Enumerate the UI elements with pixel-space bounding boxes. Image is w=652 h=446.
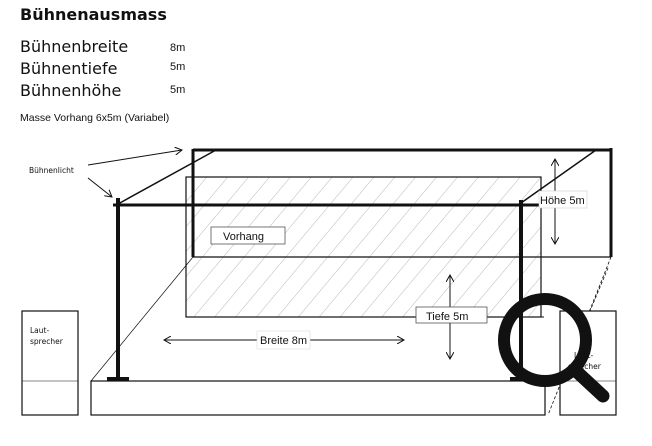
stage-platform — [90, 380, 546, 416]
light-arrow-front — [87, 177, 112, 197]
depth-label: Tiefe 5m — [426, 311, 468, 323]
dimension-label-width: Bühnenbreite — [20, 37, 129, 56]
magnifier-icon[interactable] — [498, 293, 610, 403]
page-title: Bühnenausmass — [20, 5, 167, 24]
light-arrow-back — [87, 150, 182, 166]
speaker-right-label-2: sprecher — [568, 362, 602, 371]
light-label: Bühnenlicht — [29, 166, 74, 175]
speaker-left-label-2: sprecher — [30, 337, 64, 346]
curtain — [185, 176, 542, 318]
dimension-value-width: 8m — [170, 42, 186, 54]
curtain-label: Vorhang — [223, 231, 264, 243]
speaker-left: Laut- sprecher — [21, 310, 79, 416]
back-truss — [90, 148, 613, 416]
width-label: Breite 8m — [260, 335, 307, 347]
dimension-value-depth: 5m — [170, 61, 186, 73]
speaker-left-label-1: Laut- — [30, 326, 49, 335]
dimension-label-depth: Bühnentiefe — [20, 59, 118, 78]
dimension-label-height: Bühnenhöhe — [20, 81, 122, 100]
height-label: Höhe 5m — [540, 195, 585, 207]
dimension-value-height: 5m — [170, 84, 186, 96]
curtain-note: Masse Vorhang 6x5m (Variabel) — [20, 112, 170, 124]
